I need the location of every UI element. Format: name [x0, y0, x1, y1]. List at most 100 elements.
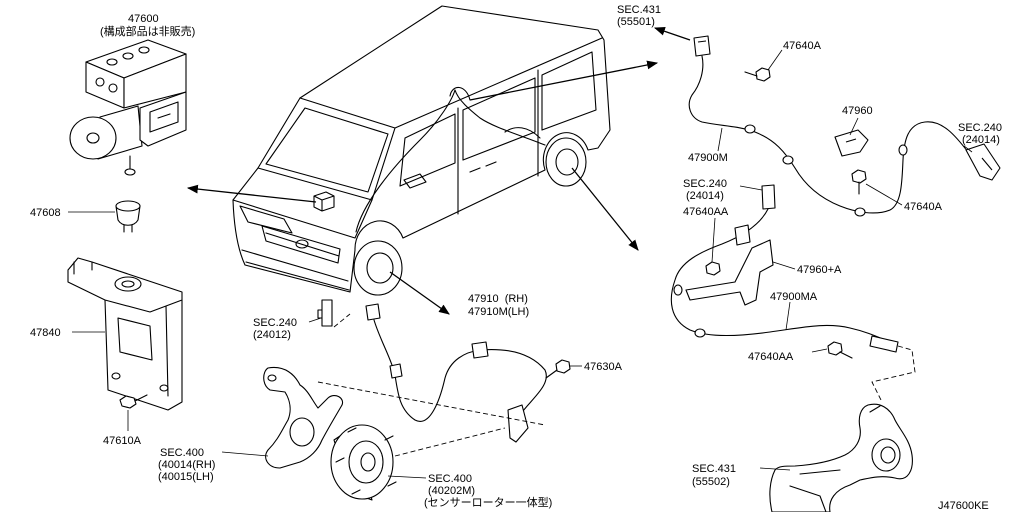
leader-line — [387, 475, 427, 479]
label-front-hub-sec: SEC.400 — [428, 473, 472, 485]
abs-bracket — [67, 257, 183, 411]
knuckle-bore — [289, 417, 315, 447]
label-rear-harness-code-right: (24014) — [962, 134, 1000, 146]
arrow-to-rear-lower — [571, 167, 639, 251]
label-rear-bracket-a: 47960+A — [797, 264, 842, 276]
label-rear-bolt-aa-upper: 47640AA — [683, 206, 729, 218]
bracket-boss — [111, 372, 121, 380]
harness-clip — [782, 155, 794, 165]
label-front-knuckle-sec: SEC.400 — [160, 447, 204, 459]
bolt-icon — [827, 341, 843, 356]
van-rear-quarter-window — [541, 51, 597, 131]
bracket-boss — [159, 384, 169, 392]
diagram-code: J47600KE — [938, 500, 989, 512]
leader-line — [767, 49, 783, 71]
hub-center — [348, 440, 384, 484]
bracket-hole — [114, 276, 142, 292]
rear-knuckle — [769, 403, 913, 512]
leader-line — [811, 348, 828, 353]
label-rear-harness-sec-left: SEC.240 — [683, 178, 727, 190]
front-hub — [330, 424, 397, 501]
leader-line — [963, 145, 973, 153]
label-rear-harness-sec-right: SEC.240 — [958, 122, 1002, 134]
van-windshield — [265, 107, 389, 193]
rear-lower-clip — [734, 224, 751, 246]
abs-port — [122, 52, 134, 60]
label-front-hub-code: (40202M) — [428, 485, 475, 497]
rear-bracket-47960 — [834, 129, 869, 157]
bolt-shaft — [839, 351, 853, 359]
rear-lower-connector — [761, 184, 776, 210]
knuckle-arm-hole — [267, 374, 277, 382]
label-rear-clip-bolt-top: 47640A — [783, 40, 822, 52]
van-grille — [261, 225, 341, 264]
van-headlight — [239, 205, 293, 234]
arrow-to-abs-actuator — [186, 184, 317, 203]
van-rear-wheel-hub — [555, 148, 579, 176]
leader-line — [717, 127, 723, 152]
guide-line — [871, 345, 916, 403]
van-front-wheel — [353, 240, 403, 296]
label-front-harness-sec: SEC.240 — [253, 317, 297, 329]
abs-port — [138, 46, 150, 54]
harness-clip — [854, 207, 866, 217]
abs-mount-stud-tip — [124, 168, 136, 176]
bolt-icon — [755, 67, 771, 82]
guide-line — [394, 427, 506, 457]
leader-lines — [68, 49, 973, 479]
front-harness-connector-24012 — [317, 299, 333, 327]
leader-line — [221, 451, 269, 457]
van-abs-location-box — [313, 191, 335, 212]
front-dashed-guides — [317, 313, 546, 457]
bracket-hole-inner — [121, 280, 135, 288]
bolt-shaft — [744, 71, 758, 77]
bolt-shaft — [545, 369, 558, 379]
vehicle-illustration — [232, 5, 611, 296]
label-rear-sensor-lower: 47900MA — [770, 291, 818, 303]
label-rear-clip-bolt-right: 47640A — [904, 201, 943, 213]
bolt-icon — [705, 261, 721, 276]
bracket-vertical-plate — [104, 299, 183, 411]
label-front-knuckle-lh: (40015(LH) — [158, 471, 214, 483]
leader-line — [865, 183, 903, 206]
bolt-icon — [851, 169, 867, 184]
grommet — [115, 200, 141, 233]
abs-connector-detail — [149, 101, 179, 133]
van-front-wheel-hub — [366, 252, 394, 284]
leader-line — [759, 467, 791, 471]
label-rear-lower-code: (55502) — [692, 476, 730, 488]
van-sensor-wiring — [355, 86, 546, 233]
label-rear-lower-sec: SEC.431 — [692, 463, 736, 475]
rear-lower-sensor-head — [869, 335, 899, 353]
van-mirror — [403, 173, 427, 189]
van-bumper — [241, 249, 350, 291]
leader-line — [308, 317, 322, 323]
abs-port — [106, 58, 118, 66]
rear-knuckle-bore — [871, 438, 901, 472]
label-rear-bracket: 47960 — [842, 105, 873, 117]
hub-studs — [335, 427, 397, 495]
label-front-sensor-bolt: 47630A — [584, 361, 623, 373]
part-labels: 47600 (構成部品は非販売) 47608 47840 47610A SEC.… — [30, 4, 1002, 512]
harness-clip — [744, 124, 756, 134]
label-abs-actuator: 47600 — [128, 13, 159, 25]
front-sensor-clip — [471, 341, 489, 359]
label-rear-harness-code-left: (24014) — [686, 190, 724, 202]
rear-upper-end-connector — [965, 143, 1001, 181]
label-front-hub-note: (センサーローター一体型) — [424, 495, 552, 509]
rear-lower-cable — [670, 208, 896, 345]
van-sliding-door-window — [462, 77, 536, 161]
grommet-stem — [123, 224, 133, 233]
rear-lower-harness — [670, 184, 916, 403]
abs-actuator — [69, 39, 187, 176]
grommet-top — [115, 200, 141, 212]
rear-knuckle-bore-inner — [880, 446, 896, 464]
front-sensor-harness — [317, 299, 547, 443]
leader-line — [711, 217, 716, 263]
van-body-outline — [232, 5, 611, 293]
rear-upper-cable — [688, 55, 969, 214]
hub-flange — [330, 424, 394, 500]
label-rear-upper-sec: SEC.431 — [617, 4, 661, 16]
label-abs-actuator-note: (構成部品は非販売) — [100, 24, 195, 38]
abs-port — [108, 83, 118, 93]
